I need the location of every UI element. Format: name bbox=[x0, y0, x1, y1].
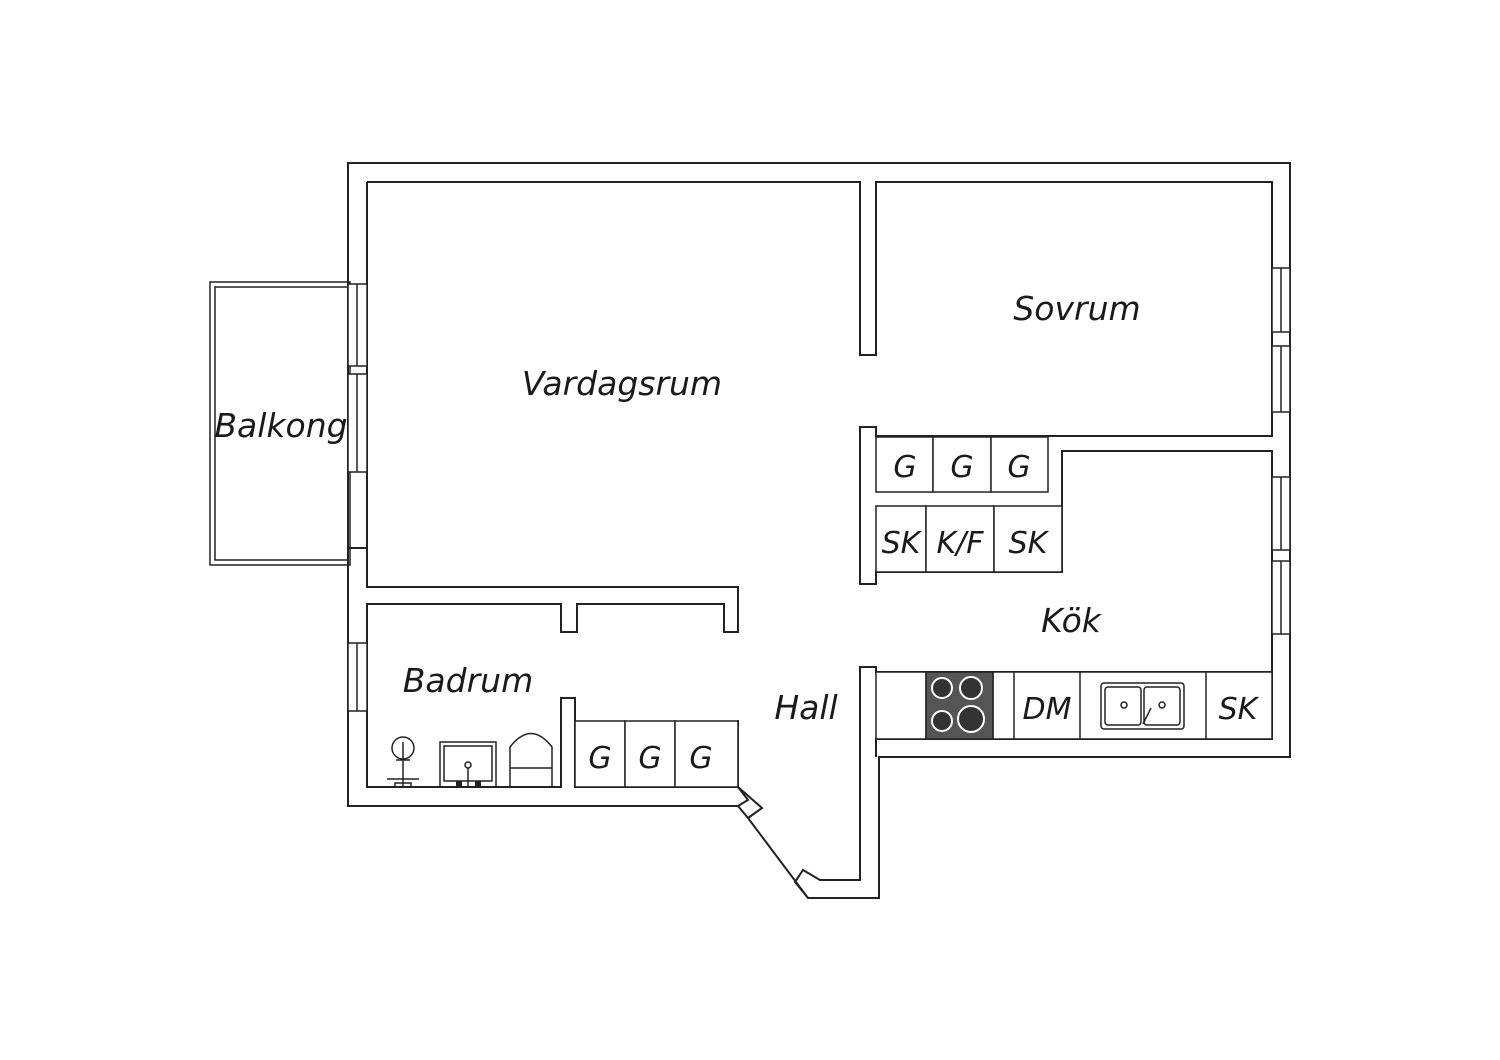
storage-label: G bbox=[893, 450, 916, 485]
room-label-kok: Kök bbox=[1041, 601, 1103, 640]
storage-label: G bbox=[638, 741, 661, 776]
storage-label: G bbox=[950, 450, 973, 485]
kitchen-tall-cabinets: SK K/F SK bbox=[875, 505, 1063, 573]
dishwasher-label: DM bbox=[1023, 692, 1072, 727]
room-label-badrum: Badrum bbox=[403, 661, 533, 700]
kitchen-counter: DM SK bbox=[875, 671, 1273, 740]
cabinet-label: SK bbox=[1219, 692, 1260, 727]
cabinet-label: SK bbox=[1009, 526, 1050, 561]
room-label-hall: Hall bbox=[774, 688, 837, 727]
storage-label: G bbox=[588, 741, 611, 776]
bathroom-fixtures bbox=[387, 732, 553, 788]
cabinet-label: SK bbox=[882, 526, 923, 561]
room-label-vardagsrum: Vardagsrum bbox=[522, 364, 722, 403]
washbasin-icon bbox=[439, 741, 497, 788]
shower-icon bbox=[387, 736, 419, 788]
fridge-freezer-label: K/F bbox=[936, 526, 984, 561]
room-label-balkong: Balkong bbox=[214, 406, 347, 445]
room-label-sovrum: Sovrum bbox=[1013, 289, 1140, 328]
sink-icon bbox=[1100, 682, 1185, 730]
storage-label: G bbox=[1007, 450, 1030, 485]
windows bbox=[347, 267, 1291, 712]
stove-icon bbox=[925, 671, 994, 740]
kitchen-upper-storage: G G G bbox=[875, 436, 1049, 493]
storage-label: G bbox=[689, 741, 712, 776]
toilet-icon bbox=[509, 732, 553, 788]
bath-wardrobes: G G G bbox=[574, 720, 739, 788]
